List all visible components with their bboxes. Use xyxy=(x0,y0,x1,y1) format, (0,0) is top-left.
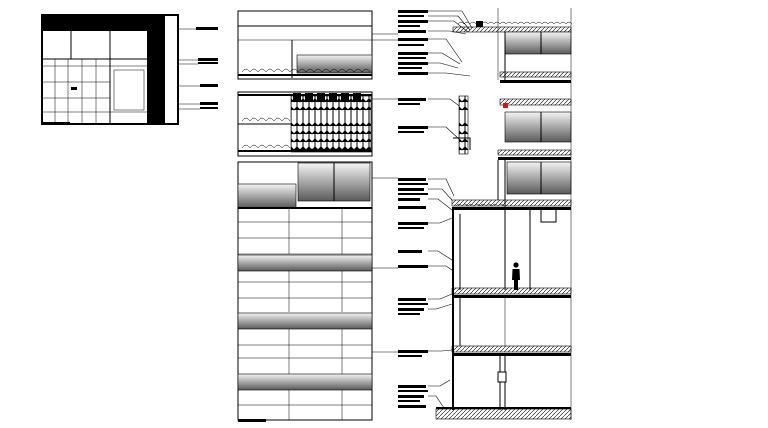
person-figure xyxy=(512,262,520,290)
highlight-marker xyxy=(503,103,508,108)
elevation-leaders xyxy=(178,27,218,110)
facade-elevation xyxy=(237,10,398,422)
wall-section-tags xyxy=(398,10,473,409)
elevation-detail xyxy=(41,14,218,125)
building-section xyxy=(435,8,573,420)
